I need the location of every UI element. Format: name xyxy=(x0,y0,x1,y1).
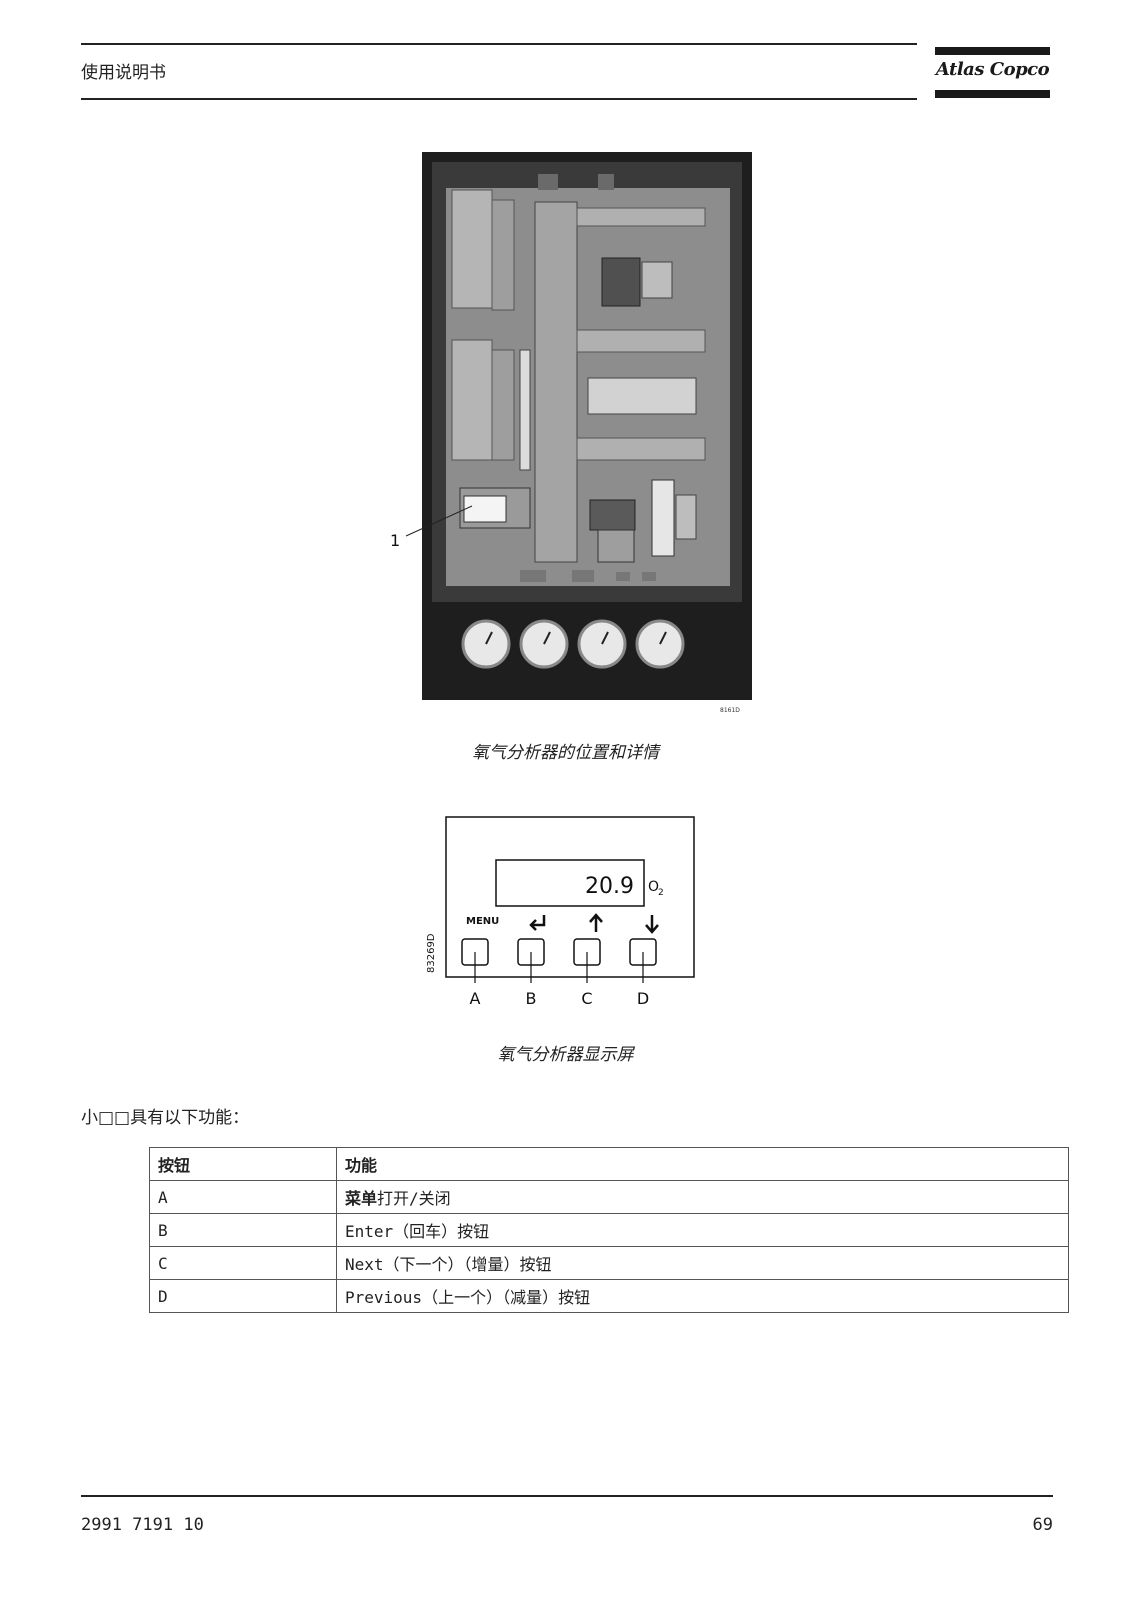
callout-label: 1 xyxy=(390,531,400,550)
table-row: B Enter（回车）按钮 xyxy=(149,1213,1069,1247)
header-bottom-rule xyxy=(81,98,917,100)
enter-icon xyxy=(529,915,546,931)
header-button: 按钮 xyxy=(149,1147,337,1181)
row-button: B xyxy=(149,1213,337,1247)
figure1-caption: 氧气分析器的位置和详情 xyxy=(472,743,659,763)
row-function: 菜单打开/关闭 xyxy=(336,1180,1069,1214)
function-text: 打开/关闭 xyxy=(377,1189,451,1208)
function-bold: 菜单 xyxy=(345,1189,378,1208)
table-header-row: 按钮 功能 xyxy=(149,1147,1069,1181)
row-function: Next（下一个）（增量）按钮 xyxy=(336,1246,1069,1280)
figure1-code: 8161D xyxy=(720,707,740,714)
header-title: 使用说明书 xyxy=(81,63,166,83)
letter-d: D xyxy=(637,989,649,1008)
button-function-table: 按钮 功能 A 菜单打开/关闭 B Enter（回车）按钮 C Next（下一个… xyxy=(149,1147,1069,1313)
row-function: Previous（上一个）（减量）按钮 xyxy=(336,1279,1069,1313)
display-screen xyxy=(495,859,645,907)
header-top-rule xyxy=(81,43,917,45)
function-text: Enter（回车）按钮 xyxy=(345,1222,490,1241)
header-function: 功能 xyxy=(336,1147,1069,1181)
analyzer-display-diagram: 20.9 O 2 MENU A B C D 83269D xyxy=(426,816,695,1008)
table-row: A 菜单打开/关闭 xyxy=(149,1180,1069,1214)
atlas-copco-logo: Atlas Copco xyxy=(935,47,1050,101)
intro-text: 小□□具有以下功能： xyxy=(81,1108,250,1128)
footer-rule xyxy=(81,1495,1053,1497)
figure2-caption: 氧气分析器显示屏 xyxy=(497,1045,634,1065)
figure2-code: 83269D xyxy=(426,933,437,973)
letter-c: C xyxy=(581,989,592,1008)
page-number: 69 xyxy=(1032,1515,1053,1535)
function-text: Previous（上一个）（减量）按钮 xyxy=(345,1288,591,1307)
letter-a: A xyxy=(470,989,481,1008)
cabinet-illustration: 1 8161D xyxy=(390,152,752,714)
table-row: D Previous（上一个）（减量）按钮 xyxy=(149,1279,1069,1313)
arrow-up-icon xyxy=(589,913,603,932)
function-text: Next（下一个）（增量）按钮 xyxy=(345,1255,552,1274)
letter-b: B xyxy=(526,989,537,1008)
row-button: A xyxy=(149,1180,337,1214)
display-value: 20.9 xyxy=(585,874,634,899)
row-button: D xyxy=(149,1279,337,1313)
arrow-down-icon xyxy=(645,915,659,934)
doc-number: 2991 7191 10 xyxy=(81,1515,204,1535)
logo-text: Atlas Copco xyxy=(935,59,1050,80)
table-row: C Next（下一个）（增量）按钮 xyxy=(149,1246,1069,1280)
display-unit-subscript: 2 xyxy=(658,888,664,898)
display-unit: O xyxy=(648,879,659,895)
row-button: C xyxy=(149,1246,337,1280)
row-function: Enter（回车）按钮 xyxy=(336,1213,1069,1247)
menu-label: MENU xyxy=(466,916,499,927)
